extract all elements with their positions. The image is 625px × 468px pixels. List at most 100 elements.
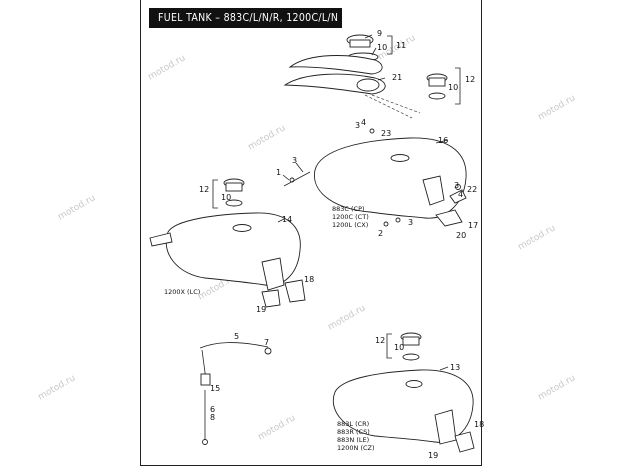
model-label: 883N (LE) xyxy=(337,436,369,444)
bracket-20 xyxy=(435,209,463,227)
cap-body xyxy=(428,77,446,87)
washer-17 xyxy=(449,189,467,204)
cap-gasket-mid xyxy=(225,199,243,207)
callout-3a: 3 xyxy=(355,121,360,130)
leader-lines xyxy=(277,34,449,371)
model-label: 1200L (CX) xyxy=(332,221,368,229)
fuel-line-5 xyxy=(199,342,269,349)
leader-14 xyxy=(277,218,285,223)
callout-10b: 10 xyxy=(448,83,458,92)
screw-23 xyxy=(369,128,375,134)
tank-14-mount xyxy=(261,257,285,291)
callout-21: 21 xyxy=(392,73,402,82)
callout-11: 11 xyxy=(396,41,406,50)
bracket-12-a xyxy=(455,67,461,105)
console-11 xyxy=(288,55,383,75)
callout-23: 23 xyxy=(381,129,391,138)
model-labels: 883C (CP) 1200C (CT) 1200L (CX) 1200X (L… xyxy=(164,205,375,452)
callout-20: 20 xyxy=(456,231,466,240)
tank-16-filler xyxy=(390,154,410,162)
diagram-title: FUEL TANK – 883C/L/N/R, 1200C/L/N xyxy=(149,8,342,28)
model-label: 883L (CR) xyxy=(337,420,369,428)
callout-12a: 12 xyxy=(465,75,475,84)
callout-1: 1 xyxy=(276,168,281,177)
cap-gasket-low xyxy=(402,353,420,361)
model-label: 883R (CS) xyxy=(337,428,370,436)
leader-3b xyxy=(295,162,304,173)
callout-19b: 19 xyxy=(428,451,438,460)
callout-12b: 12 xyxy=(199,185,209,194)
cap-gasket xyxy=(428,92,446,100)
screw-2 xyxy=(383,221,389,227)
callout-9: 9 xyxy=(377,29,382,38)
callout-6: 6 xyxy=(210,405,215,414)
callout-22: 22 xyxy=(467,185,477,194)
watermark-text: motod.ru xyxy=(537,373,578,402)
cap-body-mid xyxy=(225,182,243,192)
fuel-tank-13 xyxy=(332,332,475,453)
model-label: 1200N (CZ) xyxy=(337,444,375,452)
nut-22 xyxy=(455,184,461,190)
callout-10a: 10 xyxy=(377,43,387,52)
leader-21 xyxy=(377,77,386,81)
leader-13 xyxy=(439,366,449,371)
tank-13-filler xyxy=(405,380,423,388)
fuel-line-assembly xyxy=(199,342,272,445)
callout-18a: 18 xyxy=(304,275,314,284)
tank-14-filler xyxy=(232,224,252,232)
callout-10d: 10 xyxy=(394,343,404,352)
leader-11 xyxy=(387,35,393,55)
fuel-tank-16 xyxy=(283,128,467,227)
tank-14-fitting xyxy=(149,232,173,247)
model-label: 1200X (LC) xyxy=(164,288,200,296)
console-opening xyxy=(356,78,380,92)
callout-16: 16 xyxy=(438,136,448,145)
fuel-cap-assembly-upper xyxy=(426,67,461,105)
bracket-18a xyxy=(284,279,306,303)
fuel-cap-console-assembly xyxy=(283,34,421,119)
alignment-line xyxy=(364,94,413,119)
cap-body-low xyxy=(402,336,420,346)
bracket-12-c xyxy=(386,333,392,359)
valve-15 xyxy=(200,373,211,386)
callout-12c: 12 xyxy=(375,336,385,345)
callout-5: 5 xyxy=(234,332,239,341)
bracket-18b xyxy=(454,431,475,453)
callout-10c: 10 xyxy=(221,193,231,202)
model-label: 883C (CP) xyxy=(332,205,365,213)
diagram-frame xyxy=(140,0,482,466)
watermark-text: motod.ru xyxy=(517,223,558,252)
watermark-layer: motod.ru motod.ru motod.ru motod.ru moto… xyxy=(37,33,578,442)
watermark-text: motod.ru xyxy=(327,303,368,332)
clamp-7 xyxy=(264,347,272,355)
callout-4b: 4 xyxy=(458,190,463,199)
watermark-text: motod.ru xyxy=(57,193,98,222)
callout-17: 17 xyxy=(468,221,478,230)
watermark-text: motod.ru xyxy=(537,93,578,122)
callout-3d: 3 xyxy=(408,218,413,227)
alignment-line xyxy=(371,94,421,114)
watermark-text: motod.ru xyxy=(147,53,188,82)
filter-tip xyxy=(202,439,208,445)
callout-14: 14 xyxy=(282,215,292,224)
callout-19a: 19 xyxy=(256,305,266,314)
bracket-19a xyxy=(261,289,281,308)
callout-3c: 3 xyxy=(454,181,459,190)
callout-13: 13 xyxy=(450,363,460,372)
bracket-12-b xyxy=(212,179,218,209)
callout-4a: 4 xyxy=(361,118,366,127)
tank-16-mount xyxy=(422,175,445,206)
watermark-text: motod.ru xyxy=(257,413,298,442)
fuel-cap-9-body xyxy=(349,39,371,48)
fuel-tank-14 xyxy=(149,178,306,308)
callout-7: 7 xyxy=(264,338,269,347)
callout-15: 15 xyxy=(210,384,220,393)
washer-3 xyxy=(395,217,401,223)
callout-2: 2 xyxy=(378,229,383,238)
leader-16 xyxy=(435,139,449,144)
callout-3b: 3 xyxy=(292,156,297,165)
leader-10a xyxy=(371,47,377,56)
watermark-text: motod.ru xyxy=(247,123,288,152)
callouts: 9 10 11 21 12 10 3 4 23 16 1 3 3 4 22 2 … xyxy=(199,29,484,460)
